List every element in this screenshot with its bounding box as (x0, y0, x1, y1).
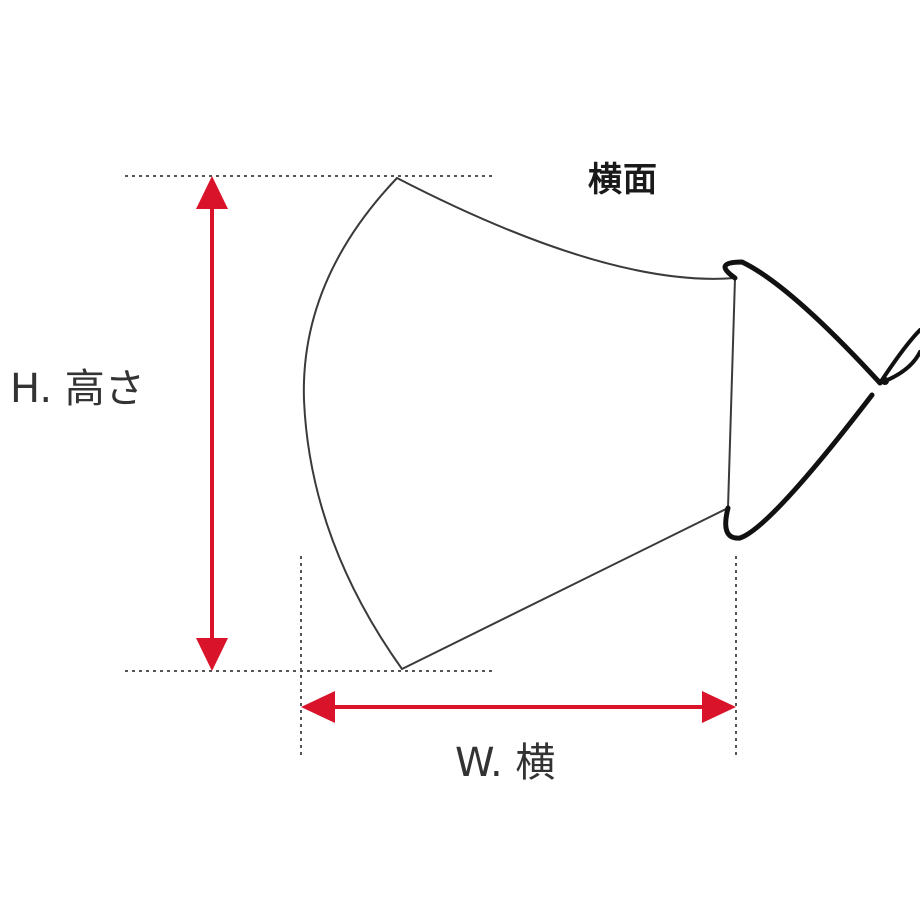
mask-side-outline-icon (302, 176, 737, 671)
view-title: 横面 (588, 160, 658, 200)
height-arrow-icon (196, 176, 228, 671)
height-label: H. 高さ (10, 366, 145, 412)
ear-loop-icon (722, 259, 920, 541)
guide-lines (125, 175, 737, 758)
width-label: W. 横 (455, 740, 556, 786)
width-arrow-icon (301, 691, 736, 723)
